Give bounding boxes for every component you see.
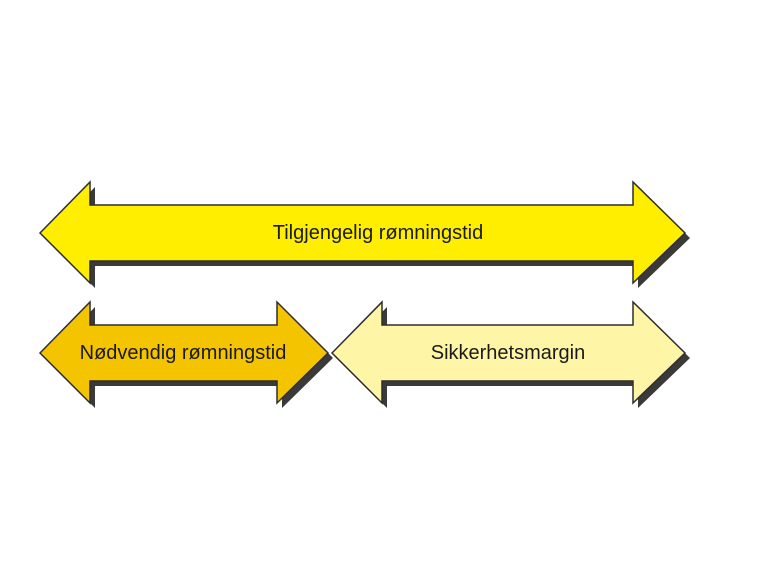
available-escape-time-arrow-shape (38, 180, 687, 285)
safety-margin-arrow-shape (330, 300, 687, 405)
required-escape-time-label: Nødvendig rømningstid (80, 342, 287, 364)
safety-margin-label: Sikkerhetsmargin (431, 342, 586, 364)
available-escape-time-arrow: Tilgjengelig rømningstid (38, 180, 690, 288)
required-escape-time-arrow-shape (38, 300, 330, 405)
safety-margin-arrow: Sikkerhetsmargin (330, 300, 690, 408)
available-escape-time-label: Tilgjengelig rømningstid (273, 222, 483, 244)
required-escape-time-arrow: Nødvendig rømningstid (38, 300, 333, 408)
